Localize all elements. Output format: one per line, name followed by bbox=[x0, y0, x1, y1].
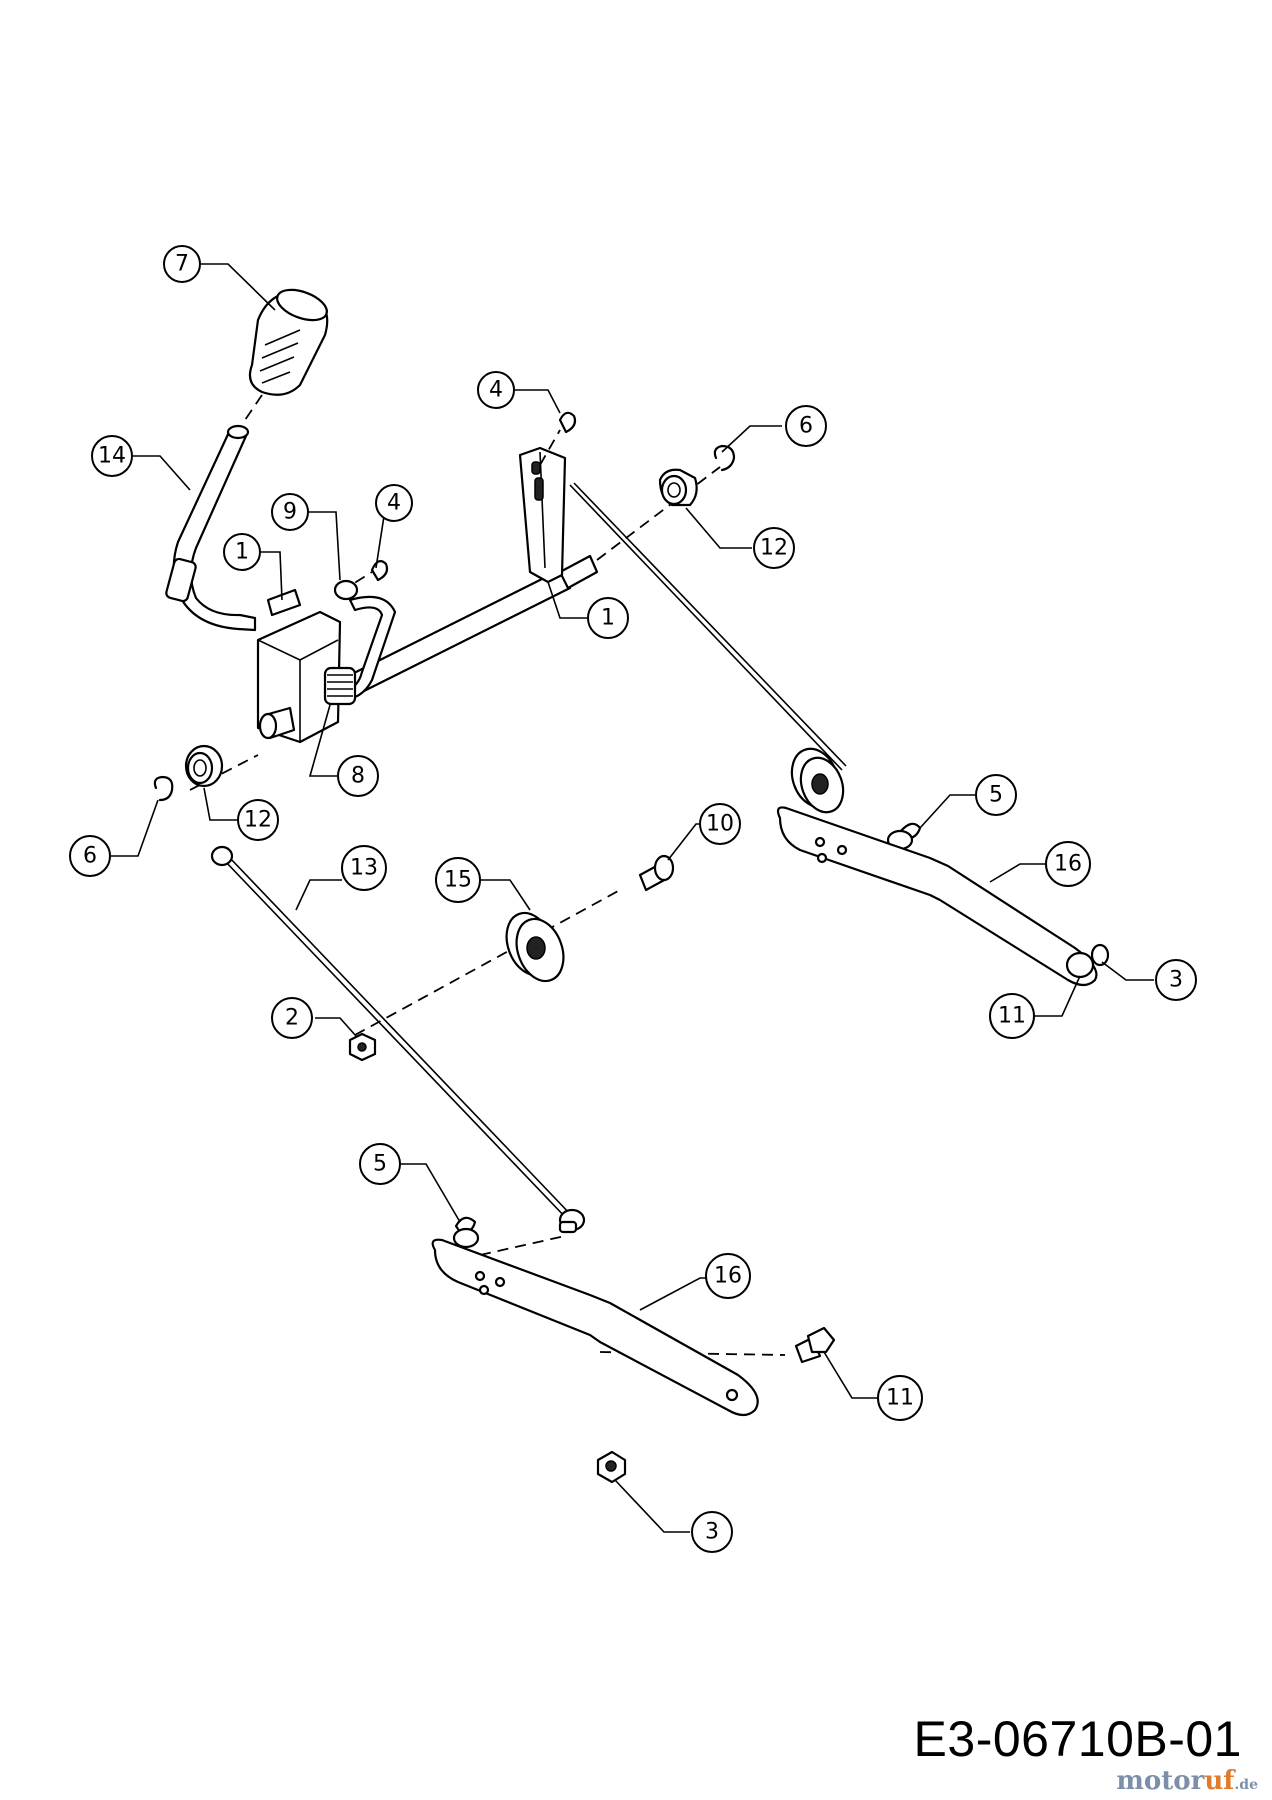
svg-text:2: 2 bbox=[285, 1006, 299, 1031]
callout-12[interactable]: 12 bbox=[753, 527, 795, 569]
callout-6[interactable]: 6 bbox=[785, 405, 827, 447]
svg-text:4: 4 bbox=[489, 378, 503, 403]
callout-14[interactable]: 14 bbox=[91, 435, 133, 477]
leader-lines bbox=[110, 263, 1154, 1533]
callout-12[interactable]: 12 bbox=[237, 799, 279, 841]
callout-3[interactable]: 3 bbox=[1155, 959, 1197, 1001]
svg-text:7: 7 bbox=[175, 252, 189, 277]
part-pulley-right bbox=[790, 747, 845, 814]
part-bushing-left bbox=[184, 744, 224, 788]
svg-text:8: 8 bbox=[351, 764, 365, 789]
part-arm-upper bbox=[776, 806, 1110, 987]
svg-text:12: 12 bbox=[760, 536, 788, 561]
part-clip-lower bbox=[452, 1216, 480, 1249]
part-hair-clip-top bbox=[558, 411, 577, 434]
svg-text:16: 16 bbox=[714, 1264, 742, 1289]
callout-15[interactable]: 15 bbox=[435, 857, 481, 903]
svg-text:9: 9 bbox=[283, 500, 297, 525]
svg-text:1: 1 bbox=[235, 540, 249, 565]
callout-4[interactable]: 4 bbox=[477, 371, 515, 409]
svg-text:15: 15 bbox=[444, 868, 472, 893]
part-lever-rod bbox=[165, 424, 257, 632]
svg-text:11: 11 bbox=[886, 1386, 914, 1411]
part-shoulder-bolt bbox=[638, 854, 675, 892]
callout-16[interactable]: 16 bbox=[705, 1253, 751, 1299]
part-spring bbox=[323, 666, 357, 706]
part-nut bbox=[348, 1032, 377, 1062]
callout-13[interactable]: 13 bbox=[341, 845, 387, 891]
assembly-line bbox=[354, 889, 621, 1036]
callout-2[interactable]: 2 bbox=[271, 997, 313, 1039]
diagram-code: E3-06710B-01 bbox=[913, 1711, 1242, 1767]
part-hair-clip-left bbox=[370, 560, 389, 582]
part-bushing-right bbox=[658, 468, 698, 507]
callout-5[interactable]: 5 bbox=[359, 1143, 401, 1185]
svg-text:6: 6 bbox=[799, 414, 813, 439]
part-washer bbox=[333, 579, 359, 601]
svg-text:4: 4 bbox=[387, 491, 401, 516]
svg-text:5: 5 bbox=[373, 1152, 387, 1177]
callout-4[interactable]: 4 bbox=[375, 484, 413, 522]
callout-3[interactable]: 3 bbox=[691, 1511, 733, 1553]
svg-text:11: 11 bbox=[998, 1004, 1026, 1029]
svg-text:3: 3 bbox=[1169, 968, 1183, 993]
assembly-line bbox=[244, 394, 263, 421]
part-handle-grip bbox=[248, 288, 329, 396]
callout-1[interactable]: 1 bbox=[223, 533, 261, 571]
svg-text:1: 1 bbox=[601, 606, 615, 631]
callout-11[interactable]: 11 bbox=[989, 993, 1035, 1039]
callout-16[interactable]: 16 bbox=[1045, 841, 1091, 887]
part-e-ring-right bbox=[713, 444, 736, 472]
part-nut-lower bbox=[596, 1450, 627, 1484]
svg-text:6: 6 bbox=[83, 844, 97, 869]
callout-1[interactable]: 1 bbox=[587, 597, 629, 639]
assembly-line bbox=[596, 466, 721, 561]
svg-text:12: 12 bbox=[244, 808, 272, 833]
part-rod-long bbox=[210, 845, 586, 1234]
svg-text:3: 3 bbox=[705, 1520, 719, 1545]
assembly-line bbox=[539, 429, 561, 466]
callout-5[interactable]: 5 bbox=[975, 774, 1017, 816]
callout-6[interactable]: 6 bbox=[69, 835, 111, 877]
part-bolt-lower bbox=[794, 1326, 836, 1364]
svg-text:10: 10 bbox=[706, 812, 734, 837]
part-pulley-center bbox=[505, 911, 565, 983]
callout-7[interactable]: 7 bbox=[163, 245, 201, 283]
svg-text:5: 5 bbox=[989, 783, 1003, 808]
assembly-line bbox=[479, 1235, 566, 1256]
svg-text:13: 13 bbox=[350, 856, 378, 881]
watermark-logo: motoruf.de bbox=[1116, 1766, 1258, 1796]
callout-10[interactable]: 10 bbox=[699, 803, 741, 845]
callout-11[interactable]: 11 bbox=[877, 1375, 923, 1421]
svg-text:16: 16 bbox=[1054, 852, 1082, 877]
callout-8[interactable]: 8 bbox=[337, 755, 379, 797]
part-e-ring-left bbox=[153, 775, 174, 802]
callout-9[interactable]: 9 bbox=[271, 493, 309, 531]
callouts: 7 14 9 4 1 4 6 12 1 8 12 6 13 15 10 5 16… bbox=[69, 245, 1197, 1553]
part-rod-right bbox=[569, 484, 843, 771]
part-shaft-assembly bbox=[256, 446, 599, 744]
svg-text:14: 14 bbox=[98, 444, 126, 469]
assembly-line bbox=[189, 754, 259, 791]
part-arm-lower bbox=[431, 1238, 759, 1417]
